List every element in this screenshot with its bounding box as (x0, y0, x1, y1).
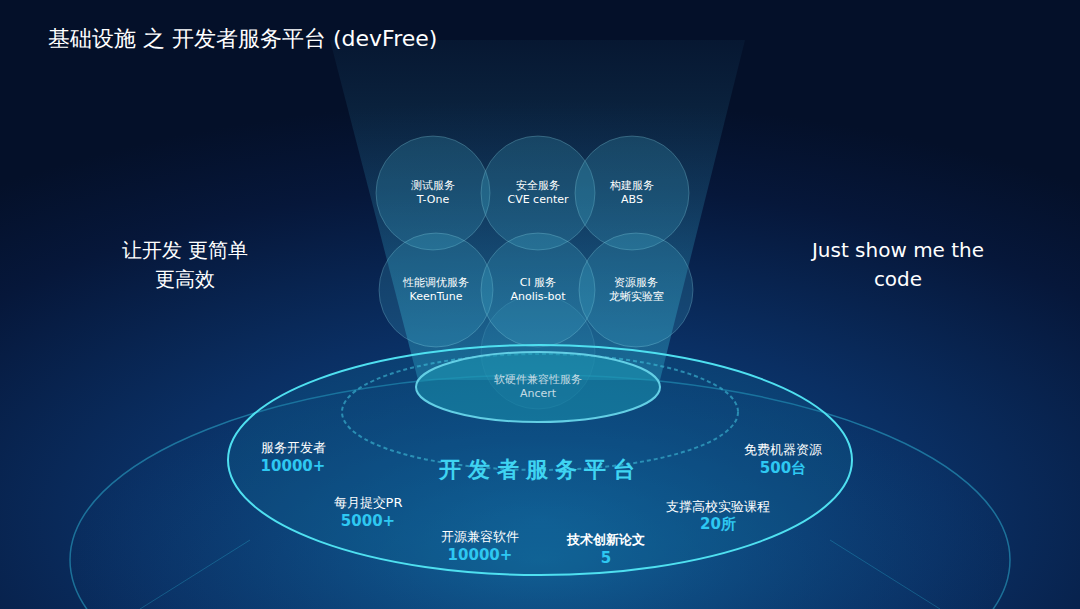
floor-line (830, 540, 940, 609)
service-name: 安全服务 (516, 179, 560, 193)
stat-value: 5 (601, 549, 611, 567)
service-product: CVE center (507, 193, 568, 207)
service-name: 测试服务 (411, 179, 455, 193)
service-name: 资源服务 (614, 276, 658, 290)
service-circle: 资源服务龙蜥实验室 (579, 233, 693, 347)
service-circle: CI 服务Anolis-bot (481, 233, 595, 347)
service-name: 构建服务 (610, 179, 654, 193)
stat-value: 20所 (700, 515, 736, 534)
stat-label: 技术创新论文 (567, 531, 645, 549)
stat-label: 支撑高校实验课程 (666, 498, 770, 516)
service-product: Anolis-bot (510, 290, 565, 304)
stat-value: 10000+ (448, 546, 513, 564)
circle-shape (481, 233, 595, 347)
slogan: Just show me the code (798, 236, 998, 294)
slide-title: 基础设施 之 开发者服务平台 (devFree) (48, 24, 437, 54)
ring-shape (228, 345, 852, 575)
service-product: ABS (621, 193, 643, 207)
service-product: T-One (417, 193, 449, 207)
stat-label: 开源兼容软件 (441, 528, 519, 546)
circle-shape (379, 233, 493, 347)
service-name: 性能调优服务 (403, 276, 469, 290)
service-circle: 性能调优服务KeenTune (379, 233, 493, 347)
light-beam (330, 40, 745, 380)
service-name: CI 服务 (520, 276, 556, 290)
service-product: KeenTune (410, 290, 463, 304)
stat-label: 免费机器资源 (744, 441, 822, 459)
stat-value: 10000+ (261, 457, 326, 475)
floor-line (140, 540, 250, 609)
circle-shape (579, 233, 693, 347)
stat-value: 5000+ (341, 512, 395, 530)
slogan: 让开发 更简单更高效 (115, 236, 255, 294)
stat-label: 服务开发者 (261, 439, 326, 457)
stat-value: 500台 (760, 459, 806, 478)
service-product: 龙蜥实验室 (609, 290, 664, 304)
platform-name: 开发者服务平台 (439, 455, 642, 485)
stat-label: 每月提交PR (334, 494, 403, 512)
